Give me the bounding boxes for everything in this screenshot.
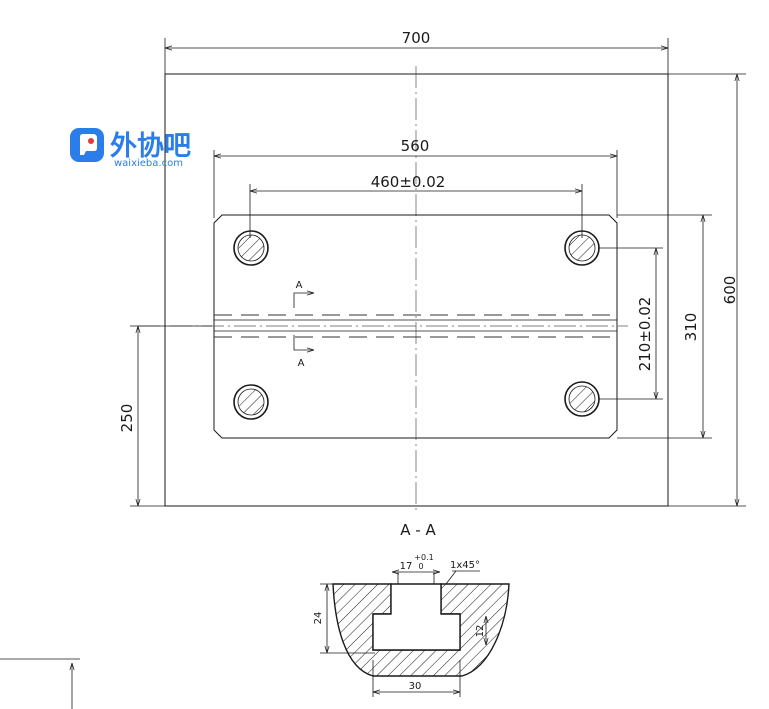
bolt-hole-top-left [233, 230, 269, 266]
dim-slot-width-label: 17 [400, 561, 413, 572]
logo-domain-text: waixieba.com [114, 158, 183, 169]
dim-plate-width: 560 [213, 137, 618, 218]
dim-depth-label: 24 [313, 612, 324, 625]
dim-bottom-width-label: 30 [409, 681, 422, 692]
dim-bottom-width: 30 [372, 660, 461, 697]
bolt-hole-top-right [564, 230, 600, 266]
dim-plate-height: 310 [617, 214, 712, 439]
dim-slot-tolerance: +0.1 [414, 553, 433, 562]
dim-chamfer: 1x45° [450, 560, 480, 572]
dim-overall-height: 600 [668, 73, 746, 507]
bolt-hole-bottom-left [233, 384, 269, 420]
section-title: A - A [400, 521, 436, 539]
inner-plate [213, 214, 618, 439]
section-marker-top: A [293, 280, 314, 308]
dim-chamfer-label: 1x45° [450, 560, 480, 571]
section-marker-top-label: A [296, 280, 303, 291]
dim-slot-tolerance-low: 0 [418, 562, 423, 571]
slot-outline [138, 314, 628, 338]
dim-inner-depth: 12 [475, 616, 486, 645]
dim-plate-width-label: 560 [401, 137, 430, 155]
logo-brand-text: 外协吧 [110, 131, 191, 162]
dim-overall-height-label: 600 [721, 276, 739, 305]
section-marker-bottom-label: A [298, 358, 305, 369]
dim-overall-width-label: 700 [402, 29, 431, 47]
partial-drawing-fragment [0, 658, 80, 709]
dim-hole-spacing-y: 210±0.02 [598, 247, 663, 400]
dim-overall-width: 700 [165, 29, 668, 48]
bolt-hole-bottom-right [564, 381, 600, 417]
section-marker-bottom: A [293, 335, 314, 369]
dim-slot-position: 250 [118, 325, 212, 507]
dim-hole-spacing-x: 460±0.02 [249, 173, 583, 238]
dim-hole-spacing-x-label: 460±0.02 [371, 173, 446, 191]
dim-plate-height-label: 310 [682, 313, 700, 342]
watermark-logo: 外协吧 waixieba.com [70, 128, 191, 169]
dim-inner-depth-label: 12 [475, 625, 486, 638]
dim-hole-spacing-y-label: 210±0.02 [636, 297, 654, 372]
outer-plate [164, 38, 669, 507]
section-view [332, 570, 510, 677]
dim-slot-width: 17 +0.1 0 [392, 553, 440, 572]
dim-slot-position-label: 250 [118, 404, 136, 433]
dim-depth: 24 [313, 583, 375, 654]
